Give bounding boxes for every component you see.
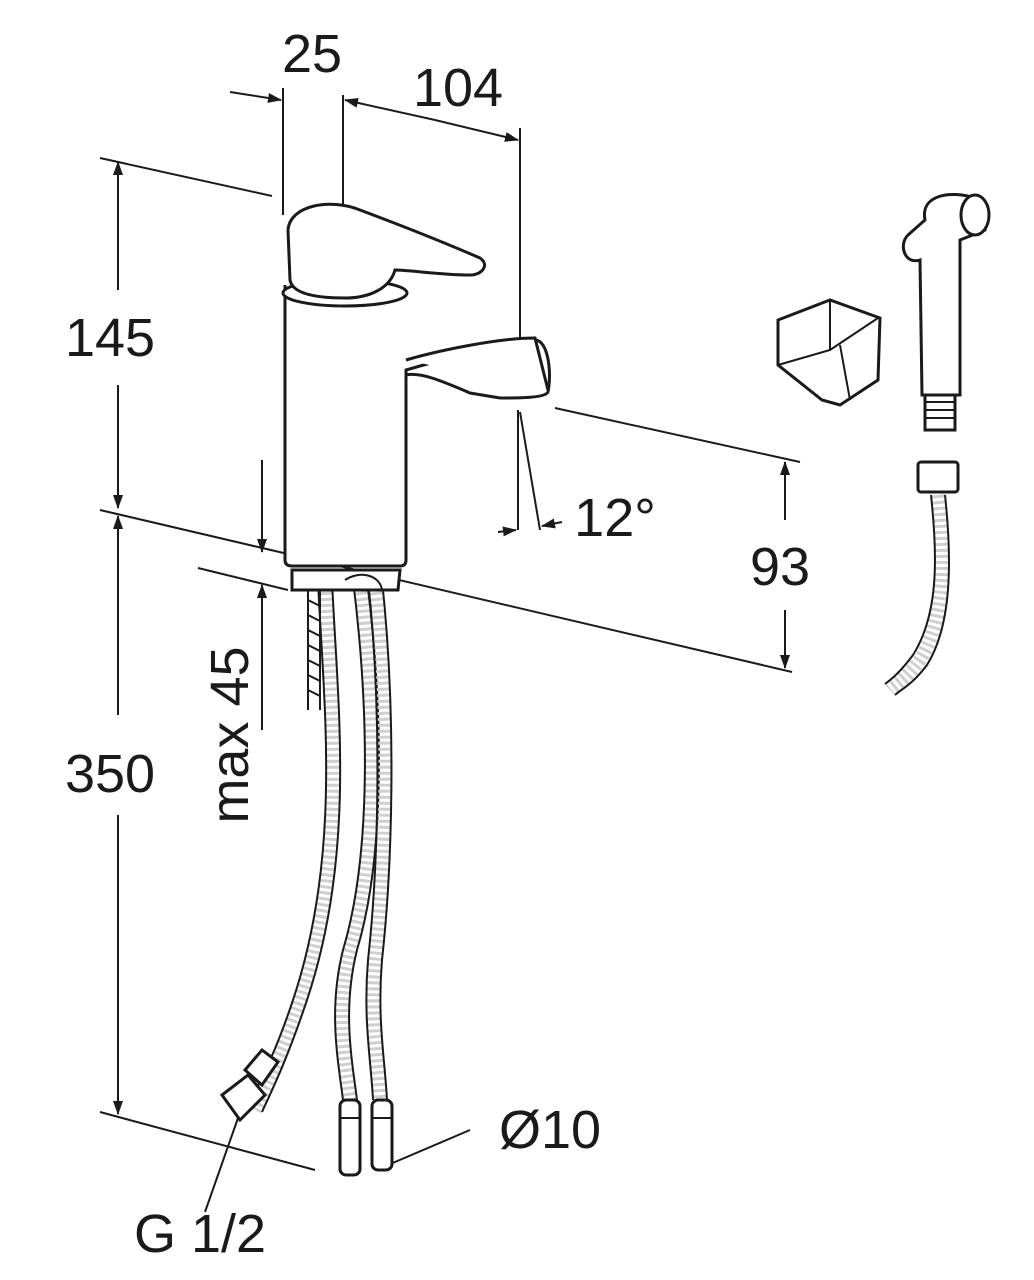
dimension-label-145: 145 (65, 308, 155, 368)
dimension-label-12-degrees: 12° (574, 488, 656, 548)
dimension-label-350: 350 (65, 744, 155, 804)
shower-holder (776, 298, 882, 407)
dimension-25: 25 (229, 24, 342, 103)
hand-shower (901, 193, 991, 432)
dimension-label-93: 93 (750, 537, 810, 597)
dimension-label-max-45: max 45 (200, 646, 260, 823)
dimension-max-45: max 45 (200, 460, 267, 824)
dimension-12-degrees: 12° (497, 410, 656, 548)
dimension-diameter-10: Ø10 (387, 1100, 601, 1166)
dimension-104: 104 (344, 58, 519, 142)
shower-hose (884, 460, 960, 696)
dimension-145: 145 (65, 161, 155, 509)
dimension-93: 93 (750, 461, 810, 669)
dimension-g-half: G 1/2 (134, 1117, 266, 1264)
extension-lines (99, 88, 801, 1171)
dimension-350: 350 (65, 515, 155, 1115)
dimension-label-104: 104 (413, 58, 503, 118)
dimension-label-g-half: G 1/2 (134, 1204, 266, 1264)
supply-hoses (219, 579, 394, 1177)
dimension-label-diameter-10: Ø10 (499, 1100, 601, 1160)
faucet (281, 202, 551, 592)
dimension-label-25: 25 (282, 24, 342, 84)
